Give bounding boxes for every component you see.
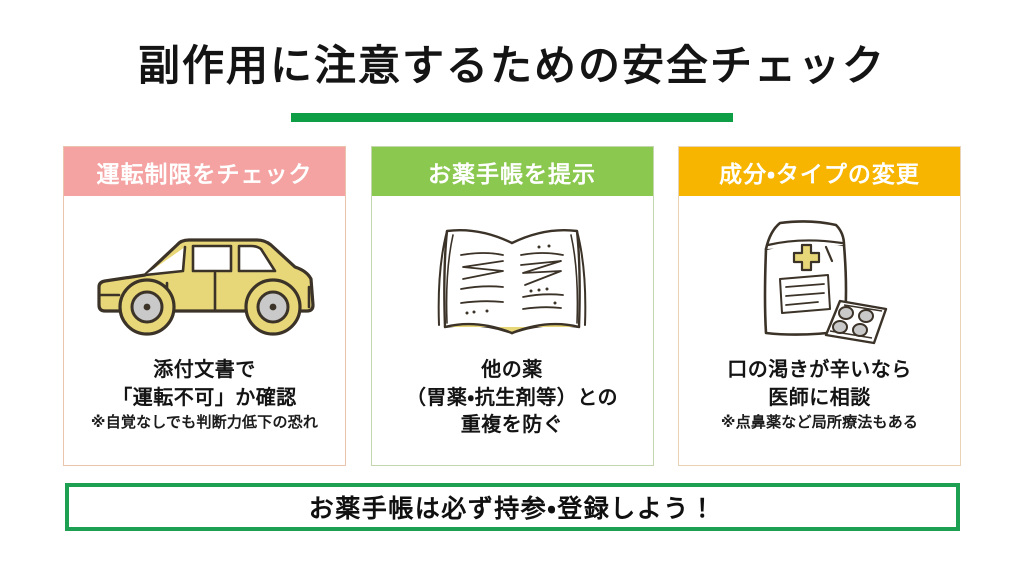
cross-symbol-icon	[792, 243, 820, 272]
card-body-driving-restriction: 添付文書で 「運転不可」か確認 ※自覚なしでも判断力低下の恐れ	[64, 356, 345, 465]
card-header-ingredient-change: 成分・タイプの変更	[679, 147, 960, 196]
title-block: 副作用に注意するための安全チェック	[0, 42, 1024, 89]
footer-banner-text: お薬手帳は必ず持参・登録しよう！	[308, 494, 717, 523]
card-header-medicine-notebook: お薬手帳を提示	[371, 147, 653, 196]
yellow-car-icon	[96, 238, 315, 336]
card-text-ingredient-change: 口の渇きが辛いなら 医師に相談	[727, 357, 912, 409]
card-driving-restriction[interactable]: 運転制限をチェック	[63, 146, 346, 466]
card-text-medicine-notebook: 他の薬 （胃薬・抗生剤等）との 重複を防ぐ	[405, 357, 619, 437]
card-text-driving-restriction: 添付文書で 「運転不可」か確認	[112, 357, 297, 409]
card-illustration-medicine	[679, 196, 960, 356]
card-illustration-car	[64, 196, 345, 356]
medicine-bag-pills-icon	[763, 220, 887, 345]
card-illustration-book	[372, 196, 653, 356]
card-note-ingredient-change: ※点鼻薬など局所療法もある	[720, 413, 919, 432]
card-ingredient-change[interactable]: 成分・タイプの変更	[678, 146, 961, 466]
open-book-icon	[437, 229, 587, 335]
card-body-medicine-notebook: 他の薬 （胃薬・抗生剤等）との 重複を防ぐ	[372, 356, 653, 465]
card-medicine-notebook[interactable]: お薬手帳を提示	[370, 146, 654, 466]
title-underline-rule	[291, 113, 733, 122]
footer-banner: お薬手帳は必ず持参・登録しよう！	[65, 483, 960, 531]
card-note-driving-restriction: ※自覚なしでも判断力低下の恐れ	[90, 413, 319, 432]
card-row: 運転制限をチェック	[63, 146, 961, 466]
card-header-driving-restriction: 運転制限をチェック	[64, 147, 345, 196]
page-title: 副作用に注意するための安全チェック	[137, 41, 886, 90]
card-body-ingredient-change: 口の渇きが辛いなら 医師に相談 ※点鼻薬など局所療法もある	[679, 356, 960, 465]
